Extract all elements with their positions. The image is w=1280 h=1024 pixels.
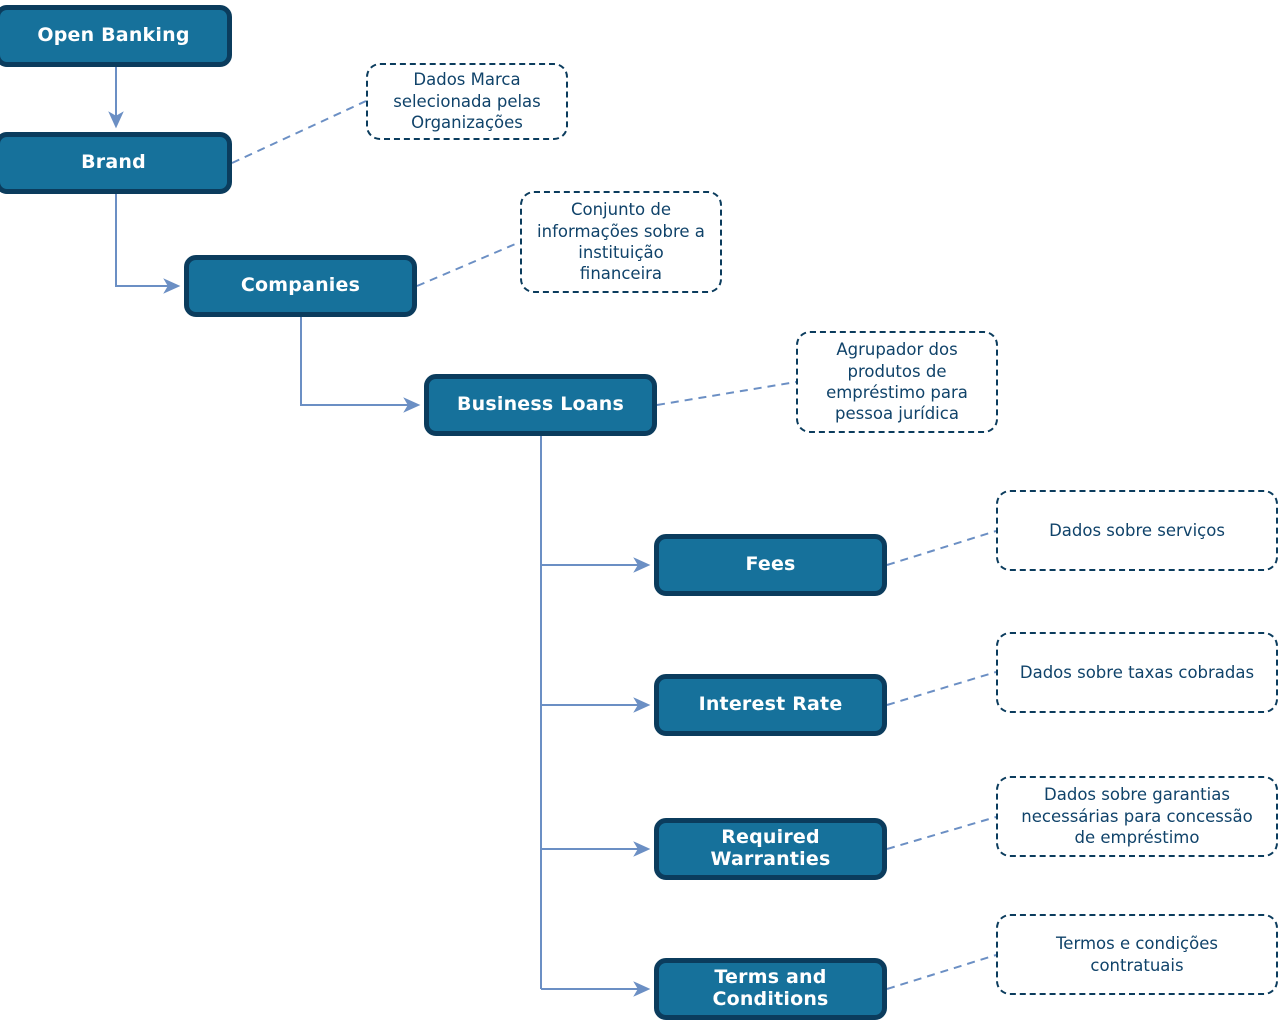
note-link-business-loans [656, 381, 797, 406]
note-brand: Dados Marca selecionada pelas Organizaçõ… [366, 63, 568, 140]
note-business-loans: Agrupador dos produtos de empréstimo par… [796, 331, 998, 433]
note-terms-and-conditions: Termos e condições contratuais [996, 914, 1278, 995]
node-terms-and-conditions[interactable]: Terms and Conditions [654, 958, 887, 1020]
node-business-loans[interactable]: Business Loans [424, 374, 657, 436]
node-fees[interactable]: Fees [654, 534, 887, 596]
node-open-banking[interactable]: Open Banking [0, 5, 232, 67]
note-required-warranties: Dados sobre garantias necessárias para c… [996, 776, 1278, 857]
node-interest-rate[interactable]: Interest Rate [654, 674, 887, 736]
edge-companies-to-business-loans [300, 317, 421, 413]
edge-brand-to-companies [115, 194, 181, 294]
note-link-required-warranties [886, 816, 997, 850]
note-link-fees [886, 530, 997, 566]
note-fees: Dados sobre serviços [996, 490, 1278, 571]
node-required-warranties[interactable]: Required Warranties [654, 818, 887, 880]
note-link-interest-rate [886, 671, 997, 706]
node-companies[interactable]: Companies [184, 255, 417, 317]
note-link-brand [231, 100, 367, 164]
note-interest-rate: Dados sobre taxas cobradas [996, 632, 1278, 713]
note-companies: Conjunto de informações sobre a institui… [520, 191, 722, 293]
node-brand[interactable]: Brand [0, 132, 232, 194]
note-link-terms-and-conditions [886, 954, 997, 990]
note-link-companies [416, 241, 521, 287]
